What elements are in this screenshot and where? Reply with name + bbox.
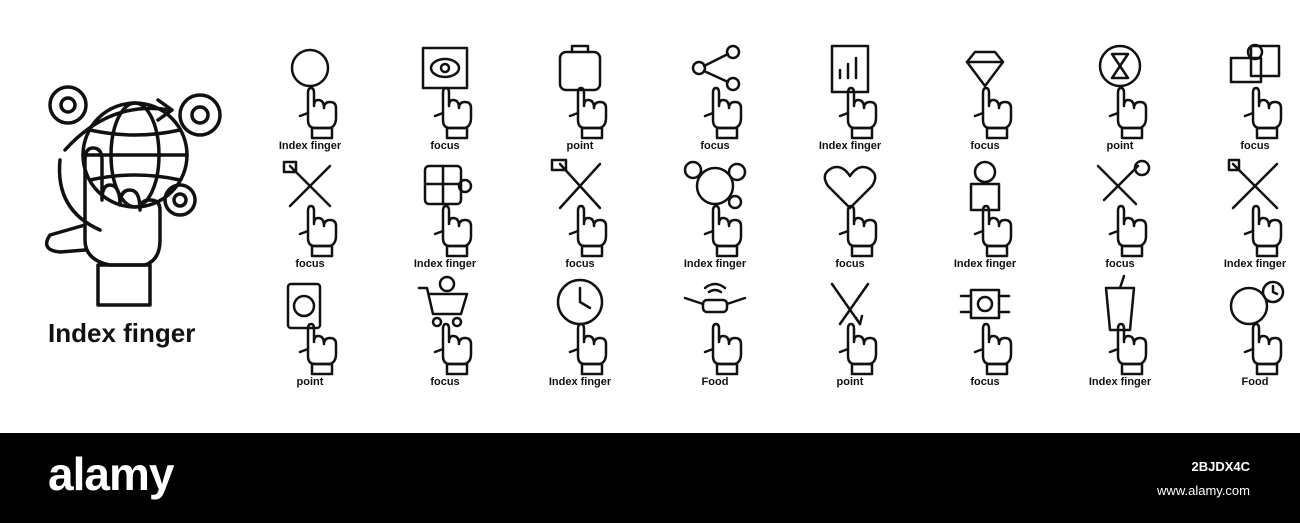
person-podium-icon — [969, 160, 1013, 258]
icon-label: Index finger — [683, 258, 747, 270]
icon-tile: focus — [1185, 38, 1300, 156]
icon-label: Index finger — [548, 376, 612, 388]
icon-label: Index finger — [818, 140, 882, 152]
drink-cup-icon — [1104, 274, 1148, 376]
globe-clock-icon — [556, 278, 608, 376]
crossed-rulers-icon — [1227, 158, 1283, 258]
drone-icon — [683, 282, 747, 376]
icon-tile: Index finger — [240, 38, 380, 156]
icon-label: focus — [1105, 258, 1135, 270]
hammer-wrench-icon — [1096, 159, 1151, 258]
icon-tile: point — [780, 274, 920, 392]
icon-label: focus — [970, 140, 1000, 152]
icon-label: Food — [1241, 376, 1269, 388]
icon-label: focus — [970, 376, 1000, 388]
icon-tile: Food — [1185, 274, 1300, 392]
icon-tile: Index finger — [645, 156, 785, 274]
puzzle-head-icon — [423, 164, 473, 258]
money-documents-icon — [1229, 43, 1283, 140]
footer-url: www.alamy.com — [1157, 483, 1250, 498]
icon-tile: point — [240, 274, 380, 392]
icon-tile: Index finger — [375, 156, 515, 274]
icon-tile: Food — [645, 274, 785, 392]
icon-tile: point — [1050, 38, 1190, 156]
icon-tile: Index finger — [1050, 274, 1190, 392]
globe-gears-icon — [683, 160, 747, 258]
icon-tile: focus — [780, 156, 920, 274]
icon-label: point — [566, 140, 594, 152]
icon-label: Index finger — [1223, 258, 1287, 270]
icon-label: focus — [835, 258, 865, 270]
icon-label: focus — [1240, 140, 1270, 152]
crossed-pencils-icon — [830, 282, 878, 376]
hero-title: Index finger — [48, 318, 196, 348]
icon-label: Index finger — [278, 140, 342, 152]
hourglass-cycle-icon — [1098, 44, 1148, 140]
icon-tile: Index finger — [1185, 156, 1300, 274]
icon-tile: focus — [645, 38, 785, 156]
icon-label: focus — [430, 376, 460, 388]
icon-label: focus — [295, 258, 325, 270]
icon-label: focus — [700, 140, 730, 152]
icon-label: Index finger — [1088, 376, 1152, 388]
hammer-pencil-icon — [282, 160, 338, 258]
icon-tile: Index finger — [510, 274, 650, 392]
diamond-icon — [965, 50, 1013, 140]
footer-image-id: 2BJDX4C — [1191, 459, 1250, 474]
backpack-icon — [558, 44, 608, 140]
icon-tile: focus — [510, 156, 650, 274]
icon-label: Index finger — [413, 258, 477, 270]
icon-label: focus — [430, 140, 460, 152]
icon-label: point — [836, 376, 864, 388]
share-nodes-icon — [691, 44, 743, 140]
icon-label: Index finger — [953, 258, 1017, 270]
icon-tile: focus — [240, 156, 380, 274]
pencil-ruler-icon — [290, 48, 338, 140]
icon-tile: focus — [915, 274, 1055, 392]
icon-tile: focus — [915, 38, 1055, 156]
icon-tile: focus — [1050, 156, 1190, 274]
heart-icon — [823, 165, 878, 258]
icon-label: point — [1106, 140, 1134, 152]
icon-tile: focus — [375, 274, 515, 392]
shopping-bag-coin-icon — [286, 282, 338, 376]
icon-tile: Index finger — [780, 38, 920, 156]
icon-label: Food — [701, 376, 729, 388]
shopping-cart-icon — [417, 275, 473, 376]
globe-cloud-clock-icon — [1229, 280, 1285, 376]
hero-illustration — [30, 60, 240, 320]
icon-label: point — [296, 376, 324, 388]
chip-coin-icon — [959, 288, 1013, 376]
hammer-ruler-icon — [550, 158, 608, 258]
eye-frame-icon — [421, 46, 473, 140]
icon-tile: point — [510, 38, 650, 156]
icon-label: focus — [565, 258, 595, 270]
icon-tile: focus — [375, 38, 515, 156]
watermark-footer: alamy 2BJDX4C www.alamy.com — [0, 433, 1300, 523]
globe-gears-hand-icon — [44, 85, 222, 307]
report-chart-icon — [830, 44, 878, 140]
icon-tile: Index finger — [915, 156, 1055, 274]
footer-logo: alamy — [48, 448, 174, 500]
